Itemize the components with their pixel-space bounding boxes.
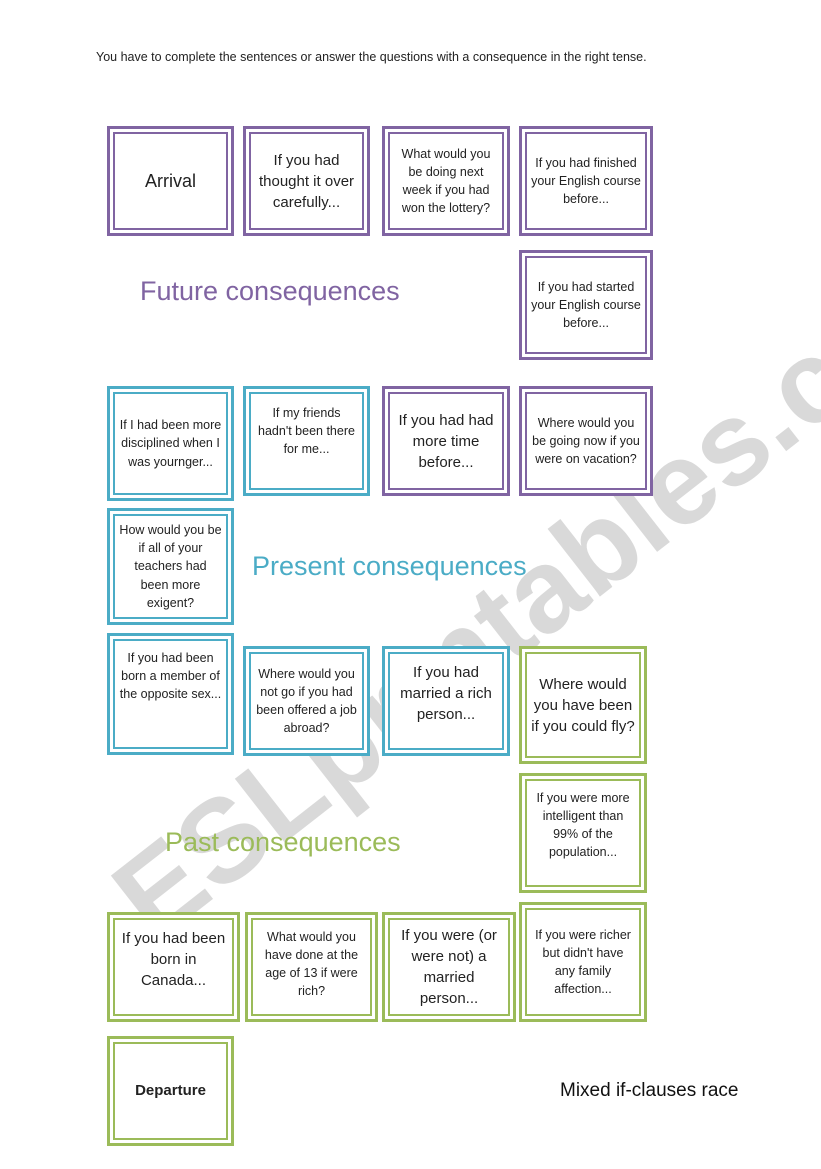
card-text: How would you be if all of your teachers…: [119, 523, 222, 610]
card-text: If you were (or were not) a married pers…: [401, 927, 497, 1007]
card-text: If my friends hadn't been there for me..…: [258, 406, 355, 457]
card[interactable]: Where would you not go if you had been o…: [243, 646, 370, 756]
card[interactable]: How would you be if all of your teachers…: [107, 508, 234, 625]
card[interactable]: If you had finished your English course …: [519, 126, 653, 236]
card-text: What would you be doing next week if you…: [401, 146, 491, 216]
card[interactable]: If you had been born in Canada...: [107, 912, 240, 1022]
card[interactable]: If I had been more disciplined when I wa…: [107, 386, 234, 501]
card-text: Arrival: [144, 170, 196, 191]
card[interactable]: If my friends hadn't been there for me..…: [243, 386, 370, 496]
card[interactable]: If you had had more time before...: [382, 386, 510, 496]
card-text: If you had finished your English course …: [531, 155, 641, 207]
card-text: What would you have done at the age of 1…: [264, 930, 359, 999]
card[interactable]: If you had started your English course b…: [519, 250, 653, 360]
card[interactable]: If you had married a rich person...: [382, 646, 510, 756]
card-text: If you had started your English course b…: [531, 279, 641, 331]
page-title: Mixed if-clauses race: [560, 1080, 739, 1101]
card-departure[interactable]: Departure: [107, 1036, 234, 1146]
heading-present: Present consequences: [252, 551, 527, 581]
card[interactable]: Where would you be going now if you were…: [519, 386, 653, 496]
card-text: If I had been more disciplined when I wa…: [119, 418, 222, 469]
card[interactable]: If you were more intelligent than 99% of…: [519, 773, 647, 893]
card[interactable]: If you were richer but didn't have any f…: [519, 902, 647, 1022]
heading-past: Past consequences: [165, 827, 401, 857]
card-text: If you were richer but didn't have any f…: [535, 927, 631, 997]
card[interactable]: If you had thought it over carefully...: [243, 126, 370, 236]
card-text: Where would you not go if you had been o…: [256, 666, 357, 736]
heading-future: Future consequences: [140, 276, 400, 306]
card[interactable]: If you were (or were not) a married pers…: [382, 912, 516, 1022]
card-text: If you were more intelligent than 99% of…: [536, 791, 630, 860]
card-text: If you had thought it over carefully...: [258, 151, 355, 211]
card[interactable]: Where would you have been if you could f…: [519, 646, 647, 764]
card-text: If you had married a rich person...: [400, 664, 492, 723]
card[interactable]: If you had been born a member of the opp…: [107, 633, 234, 755]
card[interactable]: What would you be doing next week if you…: [382, 126, 510, 236]
card-text: Where would you have been if you could f…: [531, 675, 635, 735]
card-text: Where would you be going now if you were…: [532, 415, 640, 467]
card[interactable]: What would you have done at the age of 1…: [245, 912, 378, 1022]
card-text: If you had had more time before...: [398, 411, 494, 471]
card-text: If you had been born a member of the opp…: [119, 651, 222, 702]
card-text: Departure: [135, 1082, 206, 1100]
instructions: You have to complete the sentences or an…: [96, 50, 647, 64]
card-text: If you had been born in Canada...: [121, 930, 226, 989]
card-arrival[interactable]: Arrival: [107, 126, 234, 236]
